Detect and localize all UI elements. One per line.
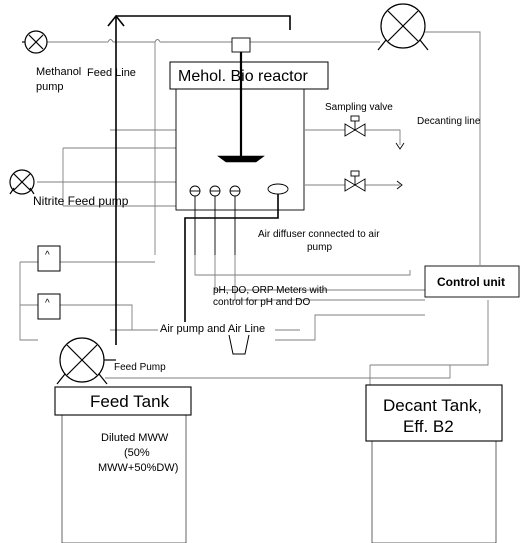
feed-pump-label: Feed Pump — [114, 362, 166, 373]
feed-tank-title: Feed Tank — [90, 392, 170, 411]
decant-tank-body — [371, 433, 497, 543]
decant-tank-group — [365, 384, 503, 543]
stirrer-blade-icon — [217, 155, 265, 163]
bottom-control-line — [105, 365, 451, 379]
bowtie-valve-icon — [344, 115, 366, 137]
meters-label-2: control for pH and DO — [213, 297, 310, 308]
decant-tank-title-line-1: Decant Tank, — [383, 396, 482, 415]
air-pump-line-label: Air pump and Air Line — [160, 323, 265, 335]
meter-circle-icon — [189, 185, 201, 255]
circle-x-pump-icon — [56, 337, 116, 385]
feed-tank-title-box — [54, 386, 192, 416]
box-pipes-right — [60, 261, 160, 331]
methanol-pump-label-1: Methanol — [36, 66, 81, 78]
box-loop-pipe — [19, 261, 38, 341]
feed-line-label: Feed Line — [87, 67, 136, 79]
meter-circle-icon — [229, 185, 241, 255]
motor-icon — [231, 37, 251, 53]
feed-line-top — [116, 15, 291, 30]
circle-x-pump-icon — [9, 169, 35, 195]
control-unit-box — [424, 265, 520, 298]
meter-line-1 — [194, 255, 411, 276]
oval-diffuser-icon — [267, 183, 289, 195]
feed-contents-line-1: Diluted MWW — [101, 432, 169, 444]
meters-label-1: pH, DO, ORP Meters with — [213, 285, 327, 296]
air-pump-control-line — [275, 314, 425, 341]
box-marker-1: ^ — [45, 250, 50, 261]
air-diffuser-label-1: Air diffuser connected to air — [258, 229, 380, 240]
reactor-title: Mehol. Bio reactor — [178, 68, 309, 85]
outlet-arrow-icon — [396, 180, 403, 190]
feed-tank-group — [54, 386, 192, 543]
feed-line-thick — [107, 14, 291, 345]
circle-x-pump-icon — [22, 30, 48, 54]
decant-tank-title-box — [365, 384, 503, 442]
decant-pipe-right — [425, 31, 481, 265]
meter-line-3 — [234, 255, 425, 301]
box-2 — [37, 293, 61, 320]
pipe-hop — [107, 39, 161, 43]
feed-contents-line-2: (50% — [124, 447, 150, 459]
air-pump-label-bg — [158, 322, 275, 335]
reactor-title-box — [169, 61, 329, 90]
meter-line-2 — [214, 255, 425, 291]
circle-x-pump-icon — [377, 3, 429, 51]
sampling-valve-label: Sampling valve — [325, 102, 393, 113]
decant-tank-title-line-2: Eff. B2 — [403, 417, 454, 436]
meter-circle-icon — [209, 185, 221, 255]
feed-contents-line-3: MWW+50%DW) — [98, 462, 178, 474]
sampling-outlet — [305, 129, 401, 145]
box-1 — [37, 245, 61, 272]
control-unit-label: Control unit — [437, 275, 505, 289]
air-diffuser-label-2: pump — [307, 242, 332, 253]
bioreactor — [169, 37, 329, 211]
nitrite-feed-pump-label: Nitrite Feed pump — [33, 194, 129, 208]
bowtie-valve-icon — [344, 170, 366, 192]
meters-group — [189, 183, 289, 255]
decant-tank-control — [370, 300, 489, 366]
pumps — [9, 3, 429, 385]
sampling-arrow-icon — [395, 142, 405, 150]
small-boxes — [37, 245, 61, 320]
valves — [344, 115, 405, 192]
methanol-pump-label-2: pump — [36, 81, 64, 93]
decanting-line-label: Decanting line — [417, 116, 481, 127]
box-marker-2: ^ — [45, 298, 50, 309]
